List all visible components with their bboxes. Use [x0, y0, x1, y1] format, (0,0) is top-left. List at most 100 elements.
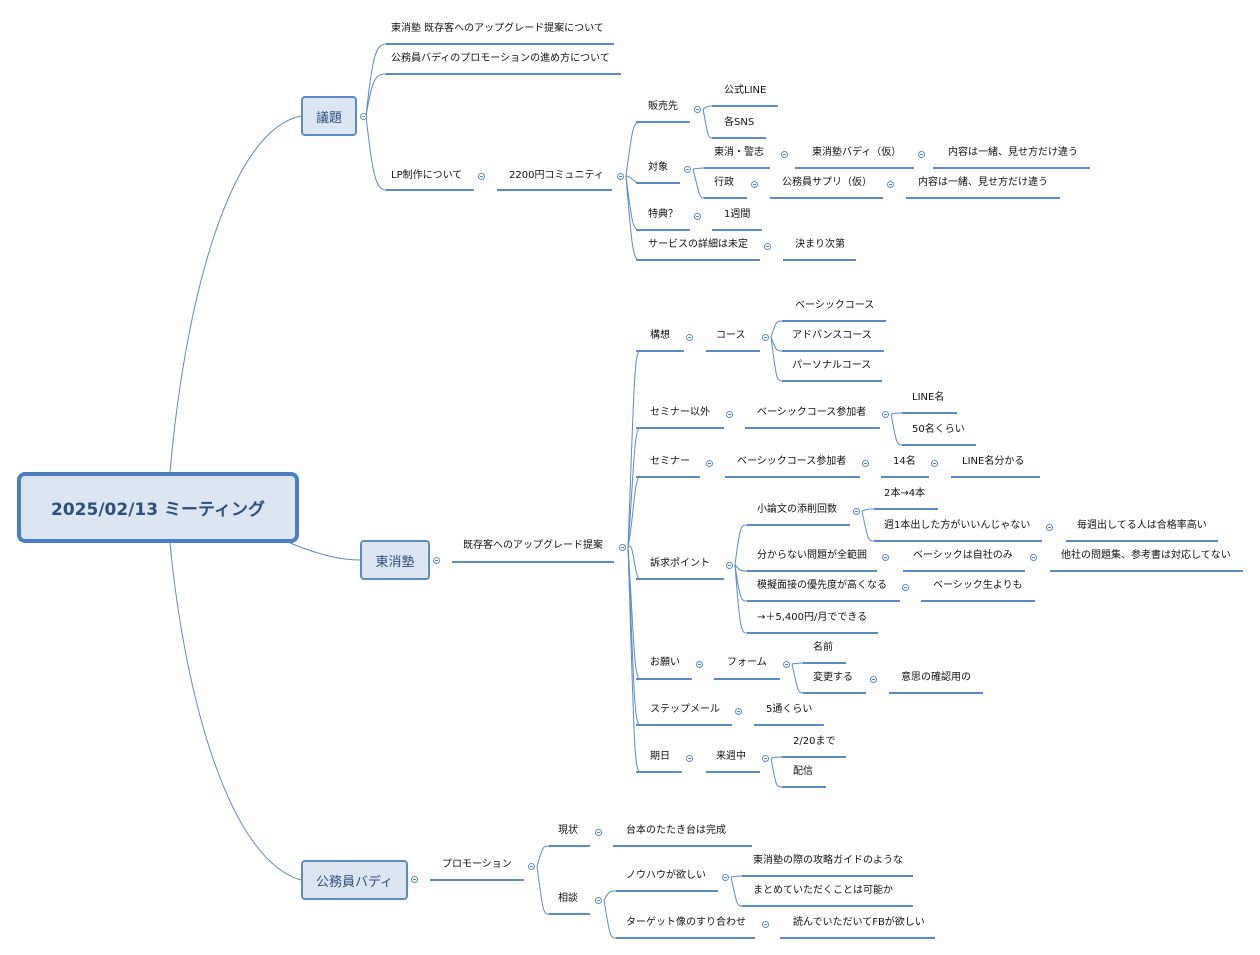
topic-concept[interactable]: 構想: [650, 330, 670, 341]
collapse-toggle-koumuin[interactable]: [411, 876, 418, 883]
topic-supple[interactable]: 公務員サプリ（仮）: [782, 177, 872, 188]
topic-plus-price[interactable]: →＋5,400円/月でできる: [757, 612, 868, 623]
collapse-toggle-status[interactable]: [595, 829, 602, 836]
collapse-toggle-essay[interactable]: [853, 508, 860, 515]
collapse-toggle-benefit[interactable]: [694, 213, 701, 220]
topic-basic-own[interactable]: ベーシックは自社のみ: [913, 550, 1013, 561]
collapse-toggle-admin[interactable]: [751, 181, 758, 188]
collapse-toggle-weekly-one[interactable]: [1046, 524, 1053, 531]
topic-deadline[interactable]: 期日: [650, 751, 670, 762]
topic-form[interactable]: フォーム: [727, 657, 767, 668]
topic-delivery[interactable]: 配信: [793, 766, 813, 777]
collapse-toggle-target[interactable]: [684, 166, 691, 173]
topic-questions[interactable]: 分からない問題が全範囲: [757, 550, 867, 561]
collapse-toggle-sales[interactable]: [694, 106, 701, 113]
topic-basic-course[interactable]: ベーシックコース: [795, 300, 875, 311]
topic-weekly-pass[interactable]: 毎週出してる人は合格率高い: [1077, 520, 1207, 531]
topic-admin[interactable]: 行政: [714, 177, 734, 188]
collapse-toggle-course[interactable]: [762, 334, 769, 341]
collapse-toggle-agenda[interactable]: [360, 113, 367, 120]
topic-request[interactable]: お願い: [650, 657, 680, 668]
topic-target-align[interactable]: ターゲット像のすり合わせ: [626, 917, 746, 928]
topic-about50[interactable]: 50名くらい: [912, 424, 965, 435]
collapse-toggle-service[interactable]: [764, 243, 771, 250]
collapse-toggle-fourteen[interactable]: [931, 460, 938, 467]
topic-fourteen[interactable]: 14名: [893, 456, 916, 467]
topic-weekly-one[interactable]: 週1本出した方がいいんじゃない: [884, 520, 1031, 531]
topic-line-name[interactable]: LINE名: [912, 392, 945, 403]
collapse-toggle-upgrade[interactable]: [619, 544, 626, 551]
collapse-toggle-promotion[interactable]: [528, 863, 535, 870]
collapse-toggle-concept[interactable]: [686, 334, 693, 341]
collapse-toggle-knowhow[interactable]: [722, 874, 729, 881]
topic-consult[interactable]: 相談: [558, 893, 578, 904]
collapse-toggle-toshoujuku[interactable]: [433, 557, 440, 564]
branch-koumuin-buddy[interactable]: 公務員バディ: [301, 860, 408, 900]
topic-step-mail[interactable]: ステップメール: [650, 704, 720, 715]
collapse-toggle-target-align[interactable]: [762, 921, 769, 928]
topic-seminar[interactable]: セミナー: [650, 456, 690, 467]
topic-next-week[interactable]: 来週中: [716, 751, 746, 762]
collapse-toggle-basic-own[interactable]: [1030, 554, 1037, 561]
collapse-toggle-fire-police[interactable]: [781, 151, 788, 158]
topic-basic-members2[interactable]: ベーシックコース参加者: [737, 456, 847, 467]
collapse-toggle-supple[interactable]: [887, 181, 894, 188]
topic-can-compile[interactable]: まとめていただくことは可能か: [753, 885, 893, 896]
topic-other-company[interactable]: 他社の問題集、参考書は対応してない: [1061, 550, 1231, 561]
collapse-toggle-basic-members2[interactable]: [862, 460, 869, 467]
topic-essay[interactable]: 小論文の添削回数: [757, 504, 837, 515]
topic-agenda-item1[interactable]: 東消塾 既存客へのアップグレード提案について: [391, 23, 604, 34]
collapse-toggle-change[interactable]: [870, 676, 877, 683]
topic-benefit[interactable]: 特典？: [648, 209, 678, 220]
collapse-toggle-step-mail[interactable]: [735, 708, 742, 715]
topic-intention[interactable]: 意思の確認用の: [901, 672, 971, 683]
topic-one-week[interactable]: 1週間: [724, 209, 751, 220]
topic-guide-like[interactable]: 東消塾の際の攻略ガイドのような: [753, 855, 903, 866]
topic-community[interactable]: 2200円コミュニティ: [509, 170, 604, 181]
topic-appeal[interactable]: 訴求ポイント: [650, 558, 710, 569]
collapse-toggle-request[interactable]: [696, 661, 703, 668]
topic-official-line[interactable]: 公式LINE: [724, 85, 767, 96]
branch-toshoujuku[interactable]: 東消塾: [360, 540, 430, 580]
topic-two-to-four[interactable]: 2本→4本: [884, 488, 926, 499]
collapse-toggle-appeal[interactable]: [726, 562, 733, 569]
topic-than-basic[interactable]: ベーシック生よりも: [933, 580, 1023, 591]
topic-mock-interview[interactable]: 模擬面接の優先度が高くなる: [757, 580, 887, 591]
central-topic[interactable]: 2025/02/13 ミーティング: [17, 472, 299, 543]
collapse-toggle-lp[interactable]: [478, 173, 485, 180]
collapse-toggle-mock-interview[interactable]: [902, 584, 909, 591]
topic-non-seminar[interactable]: セミナー以外: [650, 407, 710, 418]
collapse-toggle-form[interactable]: [783, 661, 790, 668]
collapse-toggle-seminar[interactable]: [706, 460, 713, 467]
topic-status[interactable]: 現状: [558, 825, 578, 836]
topic-service-detail[interactable]: サービスの詳細は未定: [648, 239, 748, 250]
topic-course[interactable]: コース: [716, 330, 746, 341]
collapse-toggle-non-seminar[interactable]: [726, 411, 733, 418]
topic-fire-police[interactable]: 東消・警志: [714, 147, 764, 158]
topic-want-knowhow[interactable]: ノウハウが欲しい: [626, 870, 706, 881]
topic-agenda-item2[interactable]: 公務員バディのプロモーションの進め方について: [391, 53, 610, 64]
collapse-toggle-consult[interactable]: [595, 897, 602, 904]
collapse-toggle-community[interactable]: [617, 173, 624, 180]
branch-agenda[interactable]: 議題: [301, 96, 357, 136]
topic-tbd[interactable]: 決まり次第: [795, 239, 845, 250]
topic-same2[interactable]: 内容は一緒、見せ方だけ違う: [918, 177, 1048, 188]
topic-sns[interactable]: 各SNS: [724, 117, 755, 128]
topic-want-fb[interactable]: 読んでいただいてFBが欲しい: [793, 917, 925, 928]
topic-target[interactable]: 対象: [648, 162, 668, 173]
topic-lp[interactable]: LP制作について: [391, 170, 463, 181]
topic-upgrade[interactable]: 既存客へのアップグレード提案: [463, 540, 603, 551]
topic-until-220[interactable]: 2/20まで: [793, 736, 836, 747]
topic-script-done[interactable]: 台本のたたき台は完成: [626, 825, 726, 836]
topic-name[interactable]: 名前: [813, 642, 833, 653]
collapse-toggle-questions[interactable]: [882, 554, 889, 561]
topic-line-known[interactable]: LINE名分かる: [962, 456, 1025, 467]
topic-five-mails[interactable]: 5通くらい: [766, 704, 813, 715]
collapse-toggle-buddy-tmp[interactable]: [918, 151, 925, 158]
collapse-toggle-deadline[interactable]: [686, 755, 693, 762]
collapse-toggle-next-week[interactable]: [762, 755, 769, 762]
topic-basic-members1[interactable]: ベーシックコース参加者: [757, 407, 867, 418]
topic-buddy-tmp[interactable]: 東消塾バディ（仮）: [812, 147, 902, 158]
topic-personal-course[interactable]: パーソナルコース: [792, 360, 872, 371]
topic-same1[interactable]: 内容は一緒、見せ方だけ違う: [948, 147, 1078, 158]
